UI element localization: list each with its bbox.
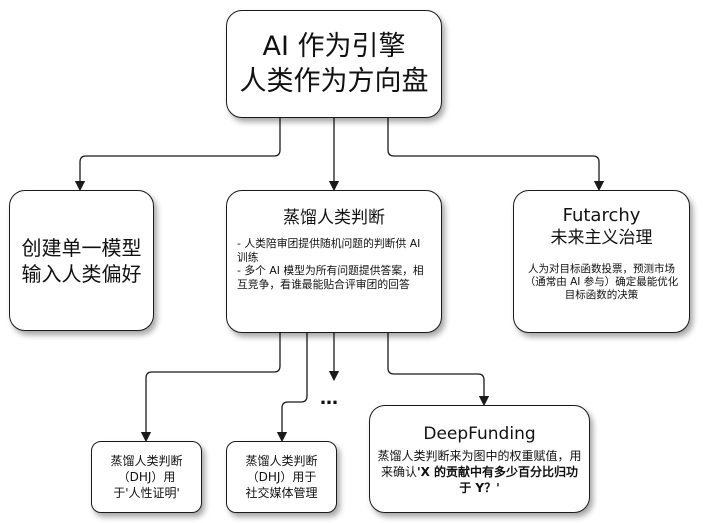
top-node-ai-engine: AI 作为引擎 人类作为方向盘 — [226, 10, 442, 118]
node-dhj-title: 蒸馏人类判断 — [283, 208, 385, 228]
node-dhj2-line2: （DHJ）用于 — [246, 470, 317, 484]
node-deepfunding-description: 蒸馏人类判断来为图中的权重赋值，用来确认'X 的贡献中有多少百分比归功于 Y？' — [376, 448, 583, 496]
node-futarchy-title-zh: 未来主义治理 — [550, 228, 653, 248]
node-dhj2-line1: 蒸馏人类判断 — [245, 454, 318, 468]
edge-middle-to-deepfunding — [387, 333, 490, 407]
top-node-line1: AI 作为引擎 — [262, 31, 406, 62]
node-dhj1-line2: （DHJ）用 — [117, 470, 176, 484]
node-dhj-proof-of-humanity: 蒸馏人类判断 （DHJ）用 于'人性证明' — [91, 441, 202, 513]
node-futarchy-title-en: Futarchy — [562, 205, 641, 226]
node-single-model-line1: 创建单一模型 — [21, 235, 142, 260]
more-ellipsis: … — [320, 388, 339, 409]
top-node-line2: 人类作为方向盘 — [239, 66, 429, 97]
node-dhj1-line3: 于'人性证明' — [113, 486, 180, 500]
node-single-model: 创建单一模型 输入人类偏好 — [9, 190, 154, 331]
edge-top-to-right — [387, 118, 605, 192]
node-futarchy-description: 人为对目标函数投票，预测市场（通常由 AI 参与）确定最能优化目标函数的决策 — [524, 263, 679, 301]
node-dhj1-line1: 蒸馏人类判断 — [110, 454, 183, 468]
node-deepfunding-title: DeepFunding — [423, 424, 536, 444]
node-dhj-bullet-2: - 多个 AI 模型为所有问题提供答案，相互竞争，看谁最能贴合评审团的回答 — [237, 264, 424, 291]
node-deepfunding-desc-bold: 'X 的贡献中有多少百分比归功于 Y？' — [416, 465, 579, 495]
node-deepfunding: DeepFunding 蒸馏人类判断来为图中的权重赋值，用来确认'X 的贡献中有… — [369, 405, 590, 513]
node-futarchy: Futarchy 未来主义治理 人为对目标函数投票，预测市场（通常由 AI 参与… — [513, 190, 690, 333]
edge-top-to-left — [74, 118, 281, 192]
node-distilled-human-judgement: 蒸馏人类判断 - 人类陪审团提供随机问题的判断供 AI 训练 - 多个 AI 模… — [226, 190, 442, 333]
node-dhj-social-media: 蒸馏人类判断 （DHJ）用于 社交媒体管理 — [226, 441, 337, 513]
edge-middle-to-dhj2 — [276, 333, 308, 443]
edge-middle-to-dhj1 — [140, 333, 281, 443]
node-dhj2-line3: 社交媒体管理 — [245, 486, 318, 500]
node-dhj-bullet-1: - 人类陪审团提供随机问题的判断供 AI 训练 — [237, 237, 421, 264]
node-deepfunding-desc-plain: 蒸馏人类判断来为图中的权重赋值，用来确认 — [377, 449, 582, 479]
node-single-model-line2: 输入人类偏好 — [21, 261, 142, 286]
